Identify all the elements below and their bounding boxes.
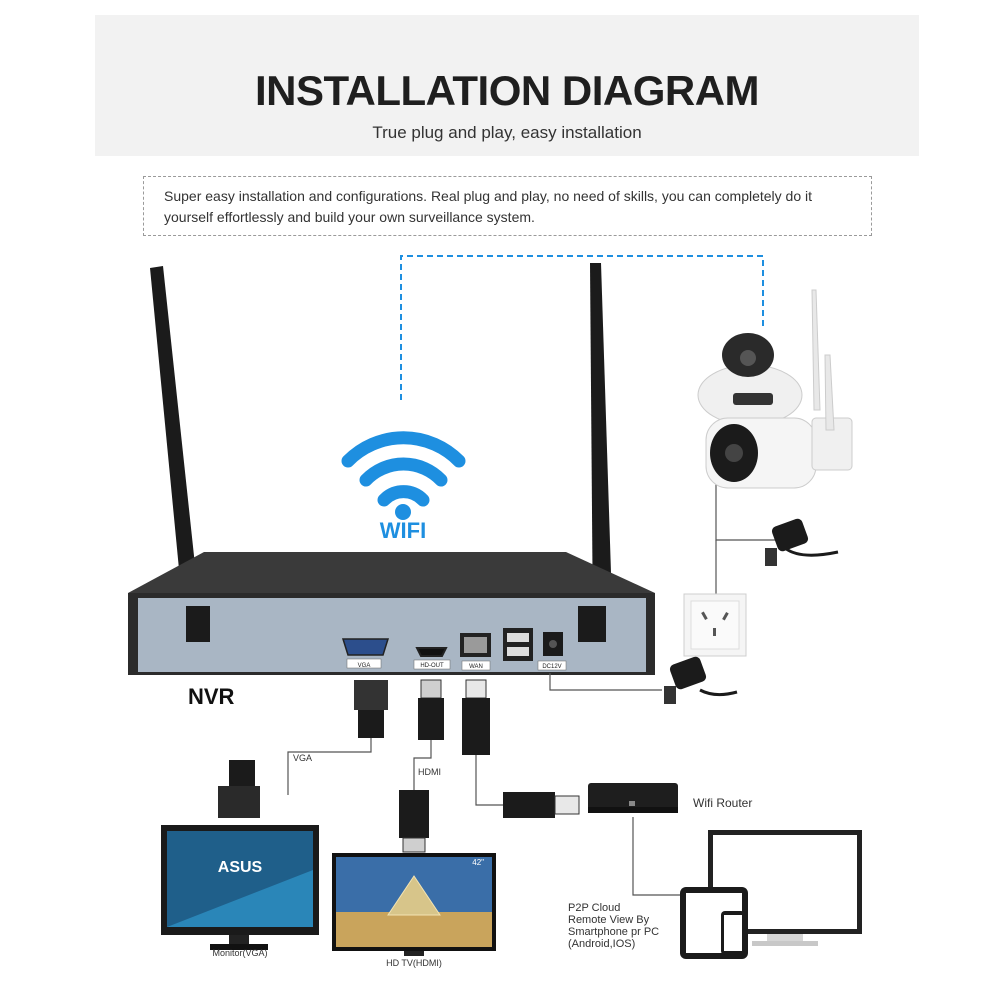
lan-connector-router-icon (503, 792, 580, 818)
hdmi-connector-nvr-icon (418, 679, 444, 740)
tv-icon (332, 853, 496, 956)
nvr-label: NVR (188, 684, 235, 709)
vga-cable-label: VGA (293, 753, 312, 763)
p2p-label-line-1: P2P Cloud (568, 902, 620, 914)
hdmi-port-icon (413, 647, 451, 670)
dome-camera-icon (697, 289, 821, 426)
p2p-label-line-3: Smartphone pr PC (568, 926, 659, 938)
monitor-label: Monitor(VGA) (212, 948, 267, 958)
description-box: Super easy installation and configuratio… (143, 176, 872, 236)
bullet-camera-icon (705, 354, 853, 489)
power-adapter-camera-icon (765, 518, 839, 566)
vga-port-icon (341, 638, 390, 669)
wan-port-icon (460, 633, 491, 671)
monitor-icon (161, 825, 319, 950)
page-subtitle: True plug and play, easy installation (372, 123, 642, 142)
wifi-label: WIFI (380, 518, 426, 543)
router-label: Wifi Router (693, 796, 752, 810)
dc-power-port-icon (537, 632, 567, 671)
connection-cables (287, 470, 776, 896)
tv-size: 42" (472, 858, 484, 867)
p2p-label-line-4: (Android,IOS) (568, 938, 635, 950)
power-adapter-nvr-icon (664, 656, 738, 704)
lan-connector-nvr-icon (462, 679, 490, 755)
usb-ports-icon (503, 628, 533, 661)
monitor-brand: ASUS (218, 859, 263, 876)
wifi-router-icon (588, 783, 678, 813)
nvr-unit: VGA HD-OUT WAN DC12V (128, 552, 655, 675)
tv-label: HD TV(HDMI) (386, 958, 442, 968)
p2p-label-line-2: Remote View By (568, 914, 650, 926)
port-label-dc: DC12V (542, 664, 561, 670)
header-banner: INSTALLATION DIAGRAM True plug and play,… (95, 15, 919, 156)
port-label-wan: WAN (469, 664, 483, 670)
smartphone-icon (721, 911, 745, 955)
port-label-hdmi: HD-OUT (420, 663, 444, 669)
nvr-antenna-right (590, 263, 613, 636)
page-title: INSTALLATION DIAGRAM (254, 67, 760, 114)
vga-connector-monitor-icon (218, 760, 260, 818)
hdmi-cable-label: HDMI (418, 767, 441, 777)
wifi-icon (341, 431, 466, 520)
nvr-antenna-left (150, 266, 203, 642)
wifi-link-line (400, 255, 764, 400)
vga-connector-nvr-icon (354, 680, 388, 738)
wall-socket-icon (683, 593, 747, 657)
hdmi-connector-tv-icon (399, 790, 429, 853)
port-label-vga: VGA (358, 663, 371, 669)
